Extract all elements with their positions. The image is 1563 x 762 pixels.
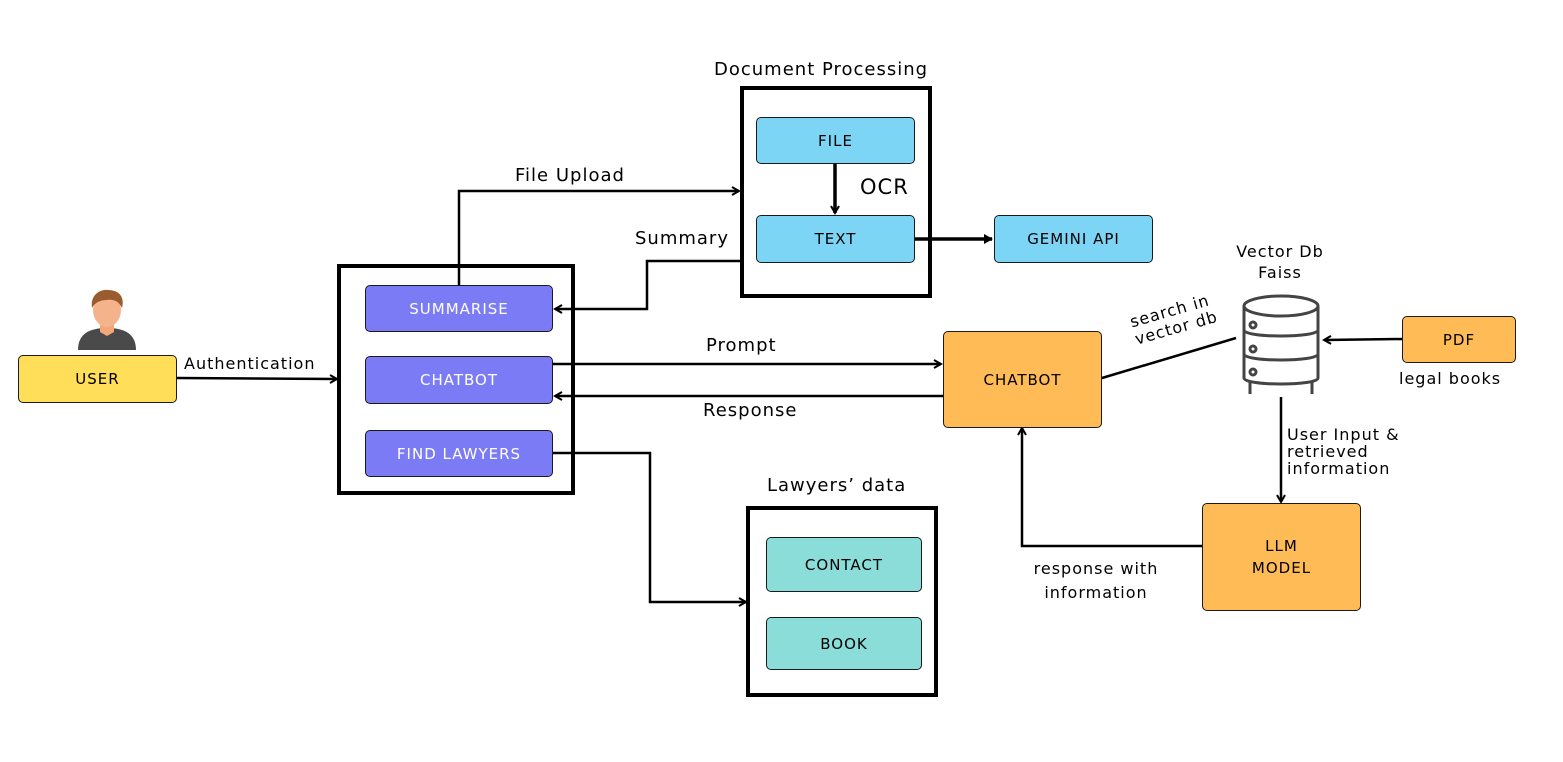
arrow-summary (555, 259, 741, 309)
document-processing-title: Document Processing (714, 59, 929, 80)
summary-label: Summary (635, 228, 729, 249)
book-label: BOOK (820, 634, 868, 653)
find-lawyers-button[interactable]: FIND LAWYERS (365, 430, 553, 477)
gemini-api-box: GEMINI API (994, 215, 1153, 263)
summarise-label: SUMMARISE (409, 299, 509, 318)
file-upload-label: File Upload (515, 165, 625, 186)
arrow-find-lawyers (553, 451, 746, 602)
text-box: TEXT (756, 215, 915, 263)
contact-label: CONTACT (804, 555, 884, 574)
llm-label-line1: LLM (1265, 537, 1298, 555)
user-input-line2: retrieved (1287, 442, 1369, 461)
response-info-line1: response with (1033, 559, 1159, 578)
arrow-search-vector-db (1101, 336, 1237, 380)
pdf-label: PDF (1442, 330, 1476, 349)
book-box: BOOK (766, 617, 922, 670)
user-input-line3: information (1287, 459, 1391, 478)
arrow-authentication (176, 378, 337, 379)
gemini-api-label: GEMINI API (1027, 230, 1120, 248)
user-input-label: User Input & retrieved information (1287, 426, 1400, 477)
chatbot-label: CHATBOT (419, 371, 498, 389)
llm-model-box: LLM MODEL (1202, 503, 1361, 611)
pdf-caption: legal books (1399, 369, 1502, 388)
database-icon (1242, 294, 1320, 394)
vector-db-title-line1: Vector Db (1236, 242, 1324, 261)
document-processing-container (740, 86, 932, 298)
response-label: Response (703, 400, 798, 421)
file-label: FILE (818, 131, 853, 150)
authentication-label: Authentication (184, 354, 316, 373)
vector-db-title-line2: Faiss (1258, 263, 1302, 282)
arrow-file-upload (457, 191, 739, 285)
llm-label-line2: MODEL (1251, 559, 1312, 577)
find-lawyers-label: FIND LAWYERS (396, 444, 522, 463)
summarise-button[interactable]: SUMMARISE (365, 285, 553, 332)
chatbot-button[interactable]: CHATBOT (365, 356, 553, 404)
vector-db-title: Vector Db Faiss (1220, 241, 1340, 283)
lawyers-data-title: Lawyers’ data (767, 475, 907, 496)
prompt-label: Prompt (706, 335, 777, 356)
user-input-line1: User Input & (1287, 425, 1400, 444)
arrow-llm-chatbot (1022, 428, 1202, 548)
app-container (337, 264, 575, 495)
chatbot-service-label: CHATBOT (983, 370, 1062, 389)
response-with-information-label: response with information (1016, 557, 1176, 605)
text-label: TEXT (814, 230, 857, 248)
file-box: FILE (756, 117, 915, 164)
user-label: USER (75, 370, 120, 388)
pdf-box: PDF (1402, 316, 1516, 363)
lawyers-data-container (746, 506, 938, 697)
arrow-pdf-vectordb (1324, 339, 1403, 340)
user-avatar-icon (78, 289, 136, 350)
response-info-line2: information (1044, 583, 1148, 602)
chatbot-service-box: CHATBOT (943, 331, 1102, 428)
user-box: USER (18, 355, 177, 403)
ocr-label: OCR (860, 175, 909, 199)
contact-box: CONTACT (766, 537, 922, 592)
